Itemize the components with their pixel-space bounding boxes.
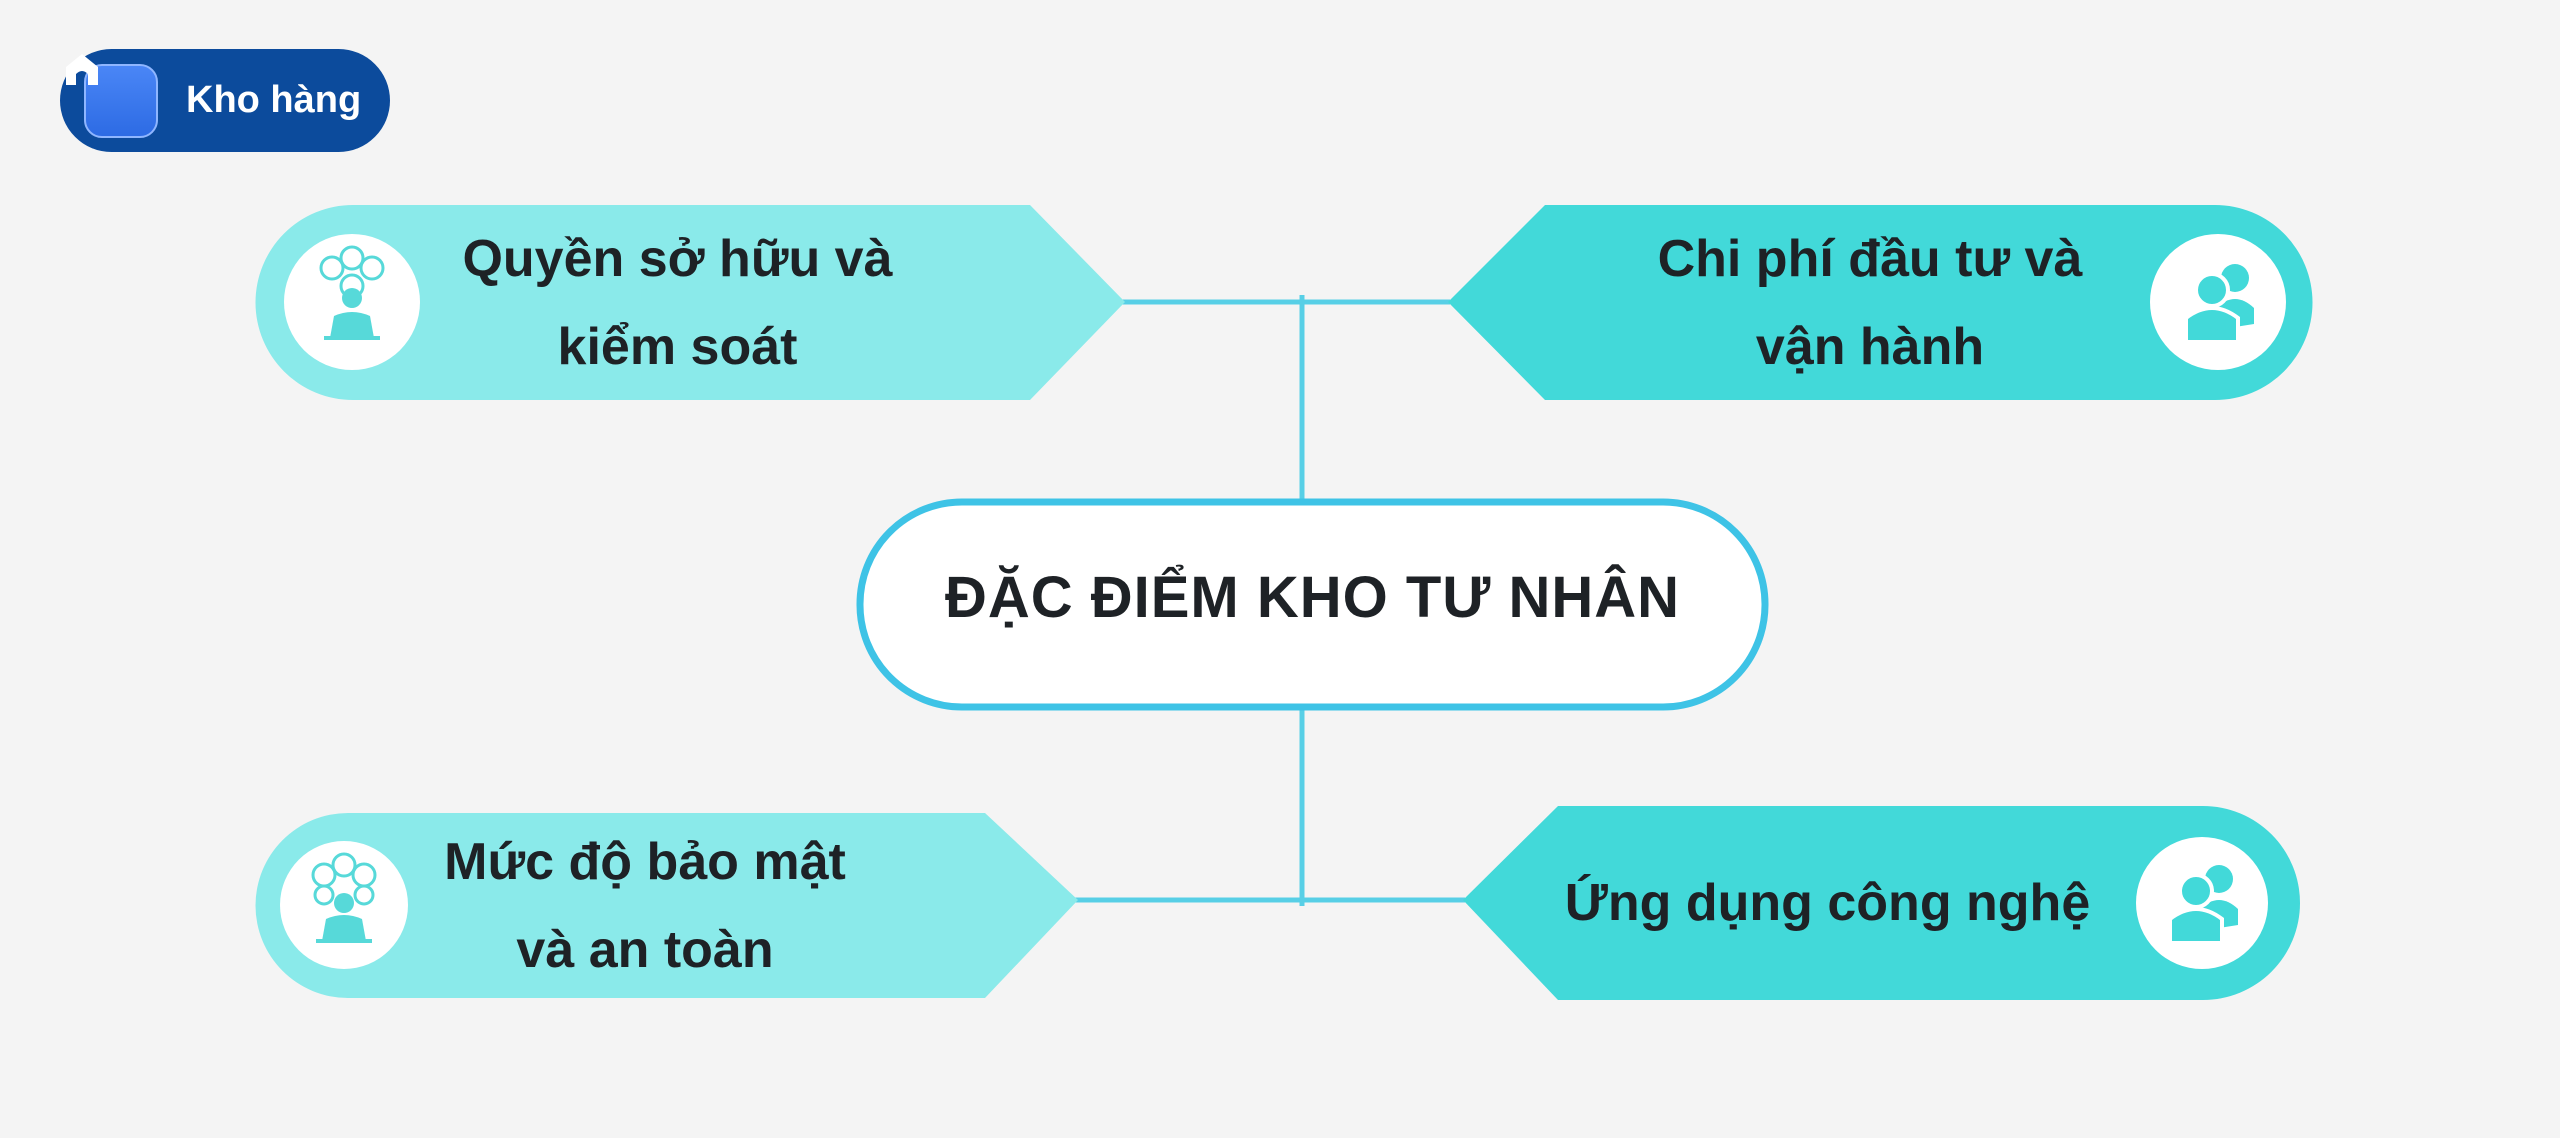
people-group-icon	[2168, 865, 2238, 945]
card-ownership	[255, 205, 1126, 400]
center-pill	[856, 498, 1769, 711]
brand-badge: Kho hàng	[60, 49, 390, 152]
card-label-line: Mức độ bảo mật	[444, 832, 846, 891]
card-ownership-label: Quyền sở hữu và kiểm soát	[430, 205, 925, 400]
card-security-label: Mức độ bảo mật và an toàn	[410, 813, 880, 998]
card-technology-label: Ứng dụng công nghệ	[1545, 806, 2110, 1000]
card-cost-label: Chi phí đầu tư và vận hành	[1610, 205, 2130, 400]
card-label-line: kiểm soát	[557, 317, 798, 376]
card-label-line: Quyền sở hữu và	[462, 229, 893, 288]
person-network-icon	[319, 245, 385, 340]
brand-name: Kho hàng	[186, 79, 362, 121]
card-label-line: và an toàn	[516, 920, 774, 979]
card-cost	[1448, 205, 2313, 400]
center-title: ĐẶC ĐIỂM KHO TƯ NHÂN	[944, 565, 1681, 630]
connectors	[1075, 295, 1465, 906]
card-technology	[1463, 806, 2300, 1000]
card-label-line: Ứng dụng công nghệ	[1564, 874, 2091, 932]
home-icon	[66, 54, 158, 138]
card-label-line: Chi phí đầu tư và	[1657, 229, 2083, 288]
people-group-icon	[2184, 264, 2254, 344]
card-label-line: vận hành	[1755, 317, 1985, 376]
card-security	[255, 813, 1078, 998]
person-network-icon	[311, 852, 377, 943]
